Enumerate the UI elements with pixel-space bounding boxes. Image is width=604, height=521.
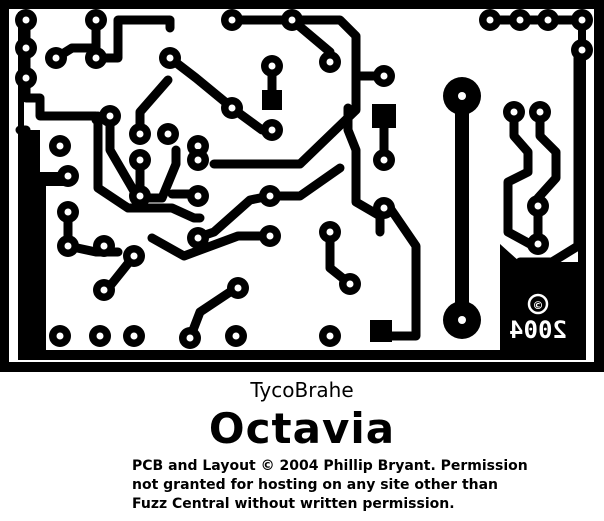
etched-copyright: © 2004 bbox=[509, 293, 567, 344]
pad-drill-hole bbox=[510, 108, 518, 116]
credit-line-1: PCB and Layout © 2004 Phillip Bryant. Pe… bbox=[132, 458, 528, 474]
credit-notice: PCB and Layout © 2004 Phillip Bryant. Pe… bbox=[132, 457, 592, 514]
pad-drill-hole bbox=[458, 92, 466, 100]
pad-drill-hole bbox=[578, 46, 586, 54]
pad-drill-hole bbox=[52, 54, 60, 62]
pad-drill-hole bbox=[346, 280, 354, 288]
pad-drill-hole bbox=[326, 332, 334, 340]
brand-name: TycoBrahe bbox=[250, 378, 354, 402]
pad-drill-hole bbox=[130, 252, 138, 260]
board-area bbox=[9, 9, 594, 362]
pad-drill-hole bbox=[64, 208, 72, 216]
pad-drill-hole bbox=[228, 104, 236, 112]
pad-drill-hole bbox=[194, 192, 202, 200]
pad-drill-hole bbox=[516, 16, 524, 24]
pad-drill-hole bbox=[56, 142, 64, 150]
pad-drill-hole bbox=[268, 126, 276, 134]
pad-drill-hole bbox=[96, 332, 104, 340]
pad-drill-hole bbox=[100, 286, 108, 294]
pad-drill-hole bbox=[92, 16, 100, 24]
pad-drill-hole bbox=[100, 242, 108, 250]
pad-drill-hole bbox=[56, 332, 64, 340]
pad-drill-hole bbox=[326, 228, 334, 236]
pad-drill-hole bbox=[234, 284, 242, 292]
pad-drill-hole bbox=[544, 16, 552, 24]
etched-copyright-symbol: © bbox=[533, 299, 544, 312]
pad-drill-hole bbox=[166, 54, 174, 62]
pad-drill-hole bbox=[534, 202, 542, 210]
pad-drill-hole bbox=[106, 112, 114, 120]
pad-drill-hole bbox=[266, 232, 274, 240]
pad-drill-hole bbox=[458, 316, 466, 324]
pad-drill-hole bbox=[228, 16, 236, 24]
pad-drill-hole bbox=[486, 16, 494, 24]
pad-drill-hole bbox=[64, 172, 72, 180]
pcb-layout-diagram: © 2004 bbox=[0, 0, 604, 372]
square-pads bbox=[262, 90, 396, 342]
pad-drill-hole bbox=[232, 332, 240, 340]
pad-drill-hole bbox=[136, 192, 144, 200]
pad-drill-hole bbox=[194, 142, 202, 150]
pad-drill-hole bbox=[130, 332, 138, 340]
solder-pads bbox=[15, 9, 593, 349]
credit-line-2: not granted for hosting on any site othe… bbox=[132, 477, 499, 493]
pad-drill-hole bbox=[64, 242, 72, 250]
pad-drill-hole bbox=[186, 334, 194, 342]
pad-drill-hole bbox=[22, 44, 30, 52]
pad-drill-hole bbox=[136, 130, 144, 138]
pad-drill-hole bbox=[288, 16, 296, 24]
pad-drill-hole bbox=[534, 240, 542, 248]
pad-drill-hole bbox=[194, 156, 202, 164]
etched-year-mirrored: 2004 bbox=[509, 316, 567, 344]
pad-drill-hole bbox=[194, 234, 202, 242]
project-title: Octavia bbox=[208, 404, 396, 453]
pad-drill-hole bbox=[380, 156, 388, 164]
pad-drill-hole bbox=[266, 192, 274, 200]
pad-drill-hole bbox=[164, 130, 172, 138]
pad-drill-hole bbox=[578, 16, 586, 24]
pad-drill-hole bbox=[326, 58, 334, 66]
pad-drill-hole bbox=[380, 204, 388, 212]
pad-drill-hole bbox=[22, 16, 30, 24]
pad-drill-hole bbox=[268, 62, 276, 70]
credit-line-3: Fuzz Central without written permission. bbox=[132, 496, 455, 512]
pad-drill-hole bbox=[92, 54, 100, 62]
pad-drill-hole bbox=[536, 108, 544, 116]
pad-drill-hole bbox=[380, 72, 388, 80]
pad-drill-hole bbox=[22, 74, 30, 82]
pad-drill-hole bbox=[136, 156, 144, 164]
